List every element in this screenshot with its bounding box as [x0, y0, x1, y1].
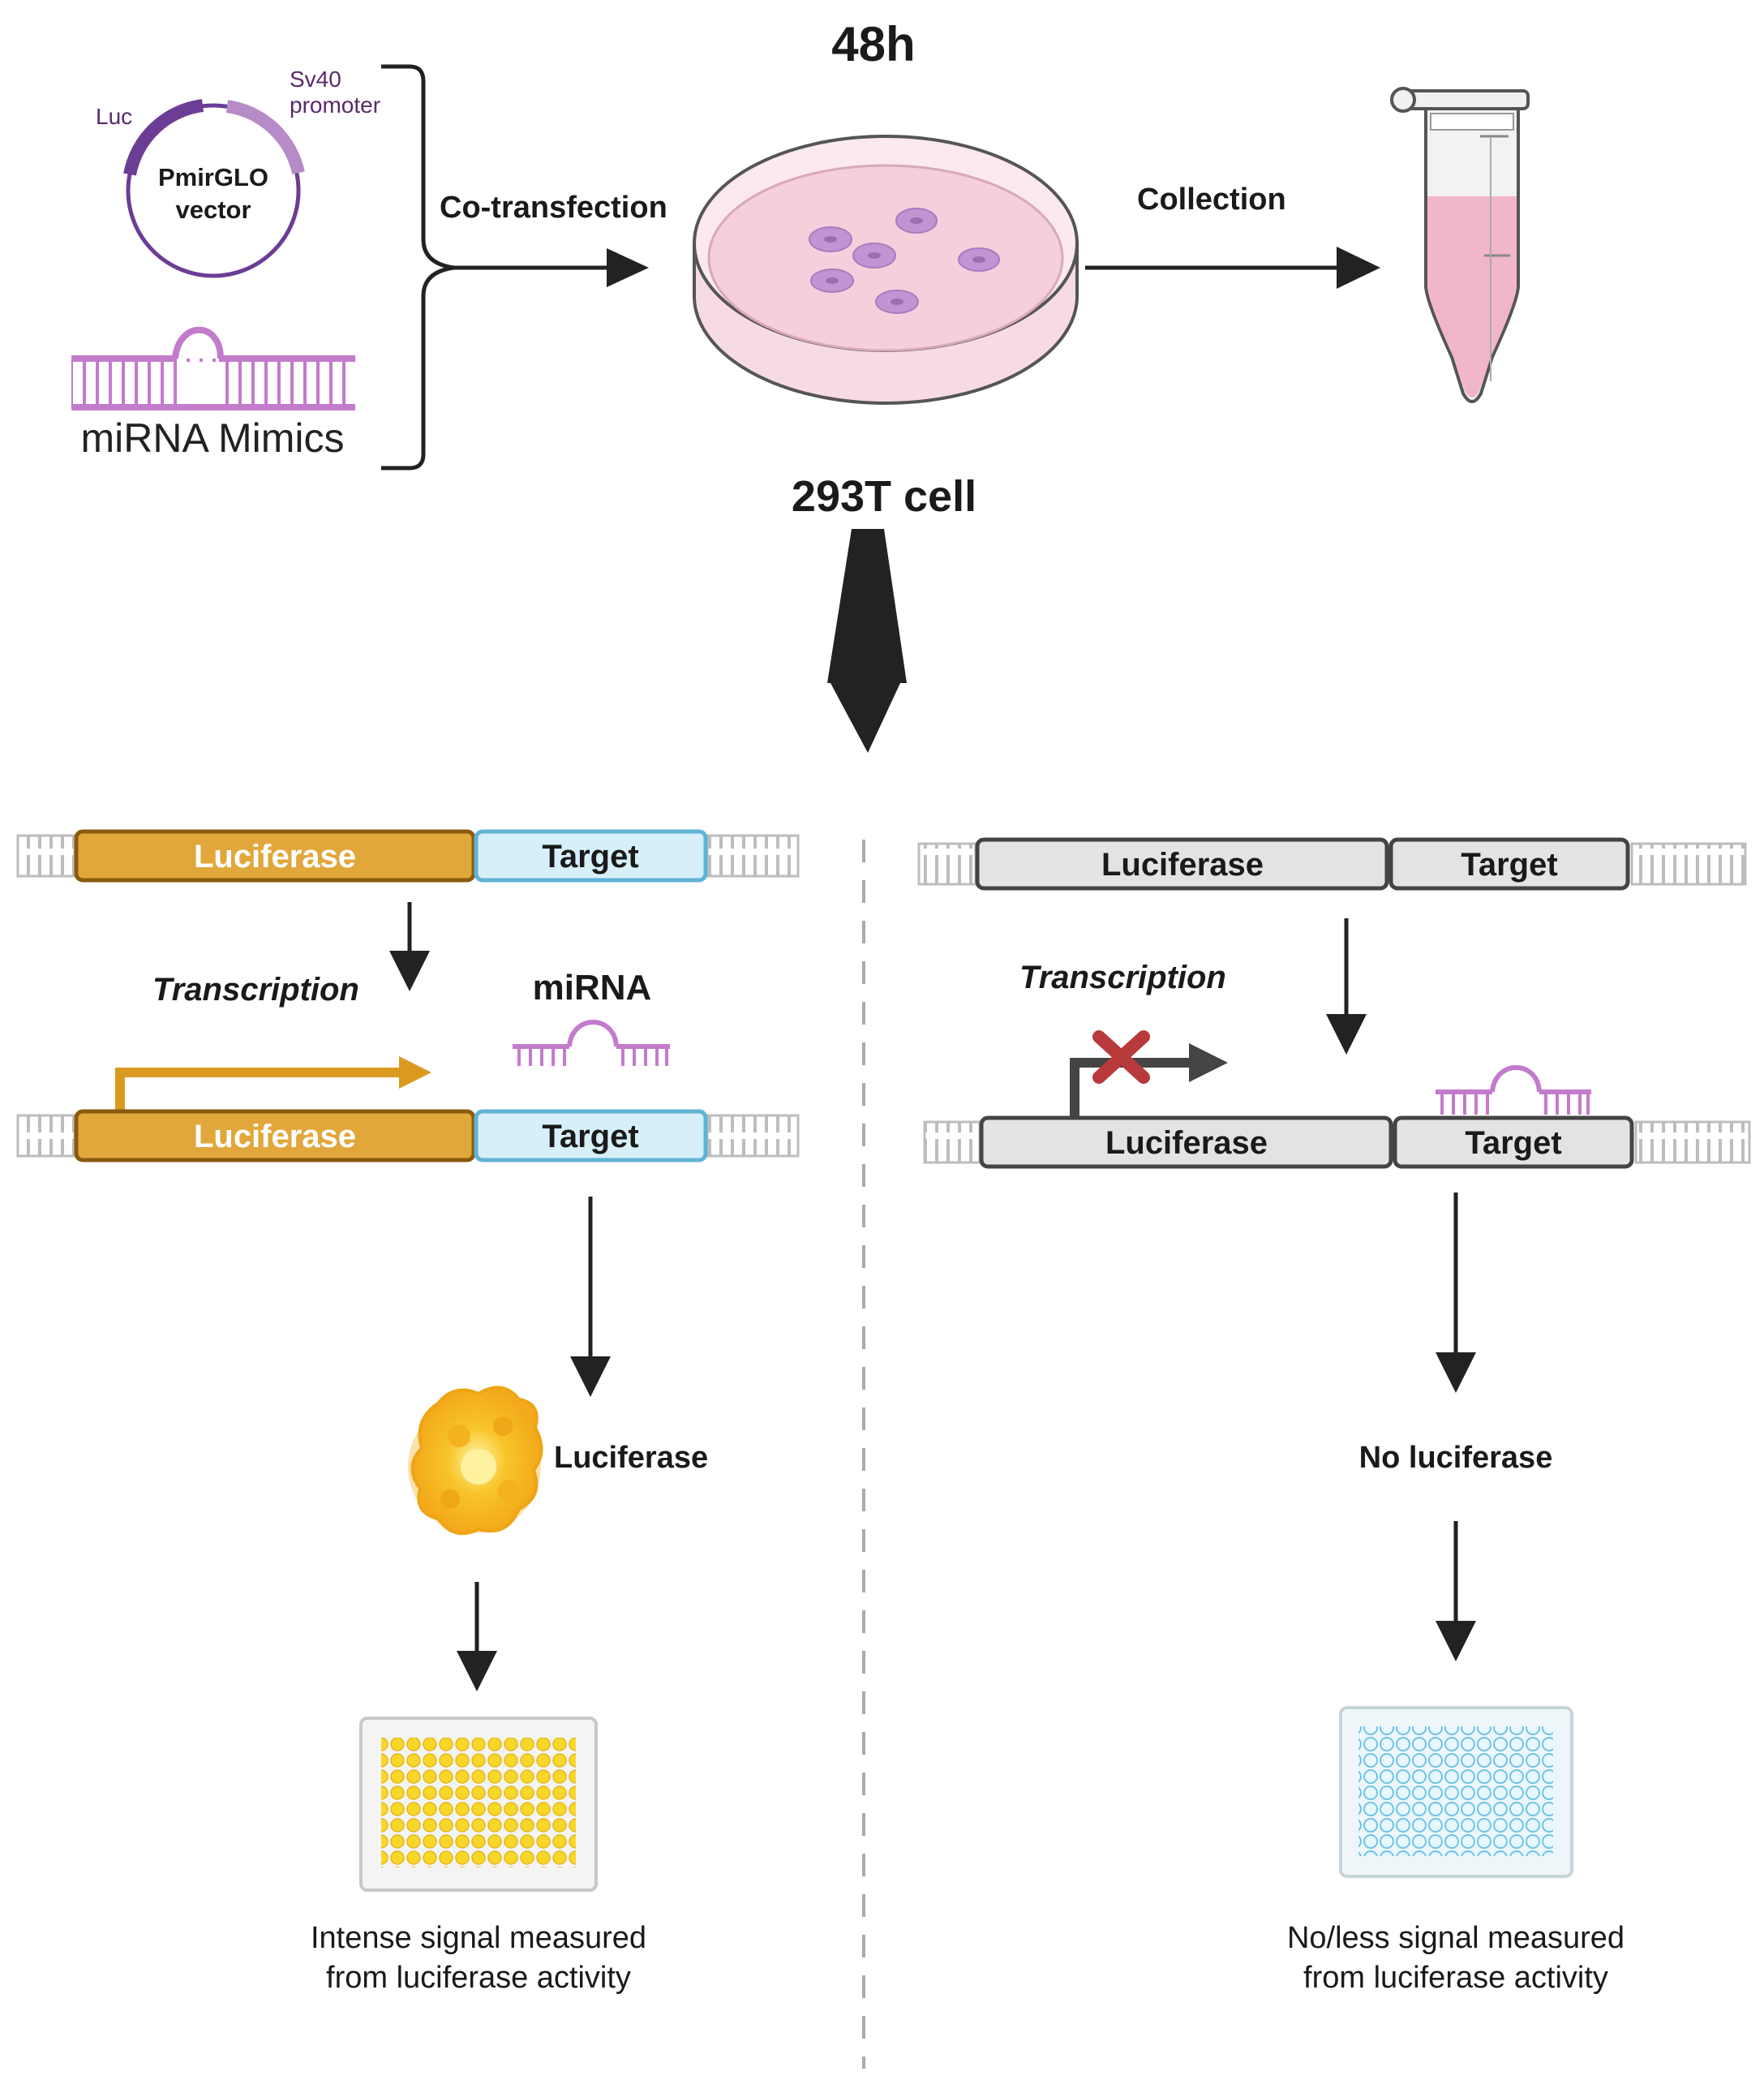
mirna-mimic-icon [71, 326, 355, 410]
left-mirna-label: miRNA [532, 968, 652, 1008]
left-construct-top [16, 829, 800, 883]
left-caption-line2: from luciferase activity [326, 1961, 631, 1996]
right-bottom-luciferase-label: Luciferase [1105, 1125, 1268, 1161]
blocked-cross-icon [1092, 1030, 1150, 1084]
left-bottom-luciferase-label: Luciferase [193, 1119, 357, 1154]
left-top-luciferase-label: Luciferase [193, 839, 357, 875]
tube-icon [1390, 87, 1530, 403]
time-label: 48h [831, 17, 916, 71]
blue-well-plate-icon [1339, 1706, 1573, 1878]
right-caption-line2: from luciferase activity [1303, 1961, 1608, 1996]
collection-label: Collection [1137, 183, 1286, 217]
left-transcription-arrow [115, 1068, 406, 1111]
left-construct-bottom [16, 1109, 800, 1162]
left-transcription-label: Transcription [152, 972, 359, 1008]
big-down-arrow [827, 529, 907, 753]
right-construct-bottom [923, 1115, 1751, 1169]
sv40-label-line2: promoter [290, 92, 381, 118]
right-caption-line1: No/less signal measured [1286, 1921, 1625, 1955]
sv40-label-line1: Sv40 [290, 67, 341, 92]
yellow-well-plate-icon [359, 1717, 598, 1892]
left-top-target-label: Target [542, 839, 639, 875]
right-top-target-label: Target [1461, 847, 1558, 883]
vector-name-line2: vector [175, 196, 251, 224]
luciferase-protein-label: Luciferase [554, 1441, 709, 1475]
left-bottom-target-label: Target [542, 1119, 639, 1154]
vector-name-line1: PmirGLO [157, 163, 269, 191]
right-transcription-arrow [1070, 1058, 1194, 1118]
right-mirna-icon [1436, 1065, 1591, 1115]
petri-dish-icon [693, 135, 1079, 405]
no-luciferase-label: No luciferase [1358, 1441, 1553, 1475]
bracket-icon [381, 64, 455, 471]
left-mirna-icon [513, 1020, 670, 1066]
right-caption: No/less signal measured from luciferase … [1287, 1919, 1625, 1999]
left-caption-line1: Intense signal measured [310, 1921, 647, 1955]
right-bottom-target-label: Target [1465, 1125, 1562, 1161]
mirna-mimics-label: miRNA Mimics [80, 415, 345, 461]
right-construct-top [917, 837, 1747, 891]
plasmid-vector-icon [123, 99, 305, 278]
cell-label: 293T cell [791, 472, 977, 521]
left-caption: Intense signal measured from luciferase … [311, 1919, 646, 1999]
luc-label: Luc [96, 104, 133, 129]
luciferase-protein-icon [408, 1386, 543, 1536]
right-transcription-label: Transcription [1019, 960, 1226, 995]
cotransfection-label: Co-transfection [440, 191, 667, 225]
right-top-luciferase-label: Luciferase [1101, 847, 1264, 883]
